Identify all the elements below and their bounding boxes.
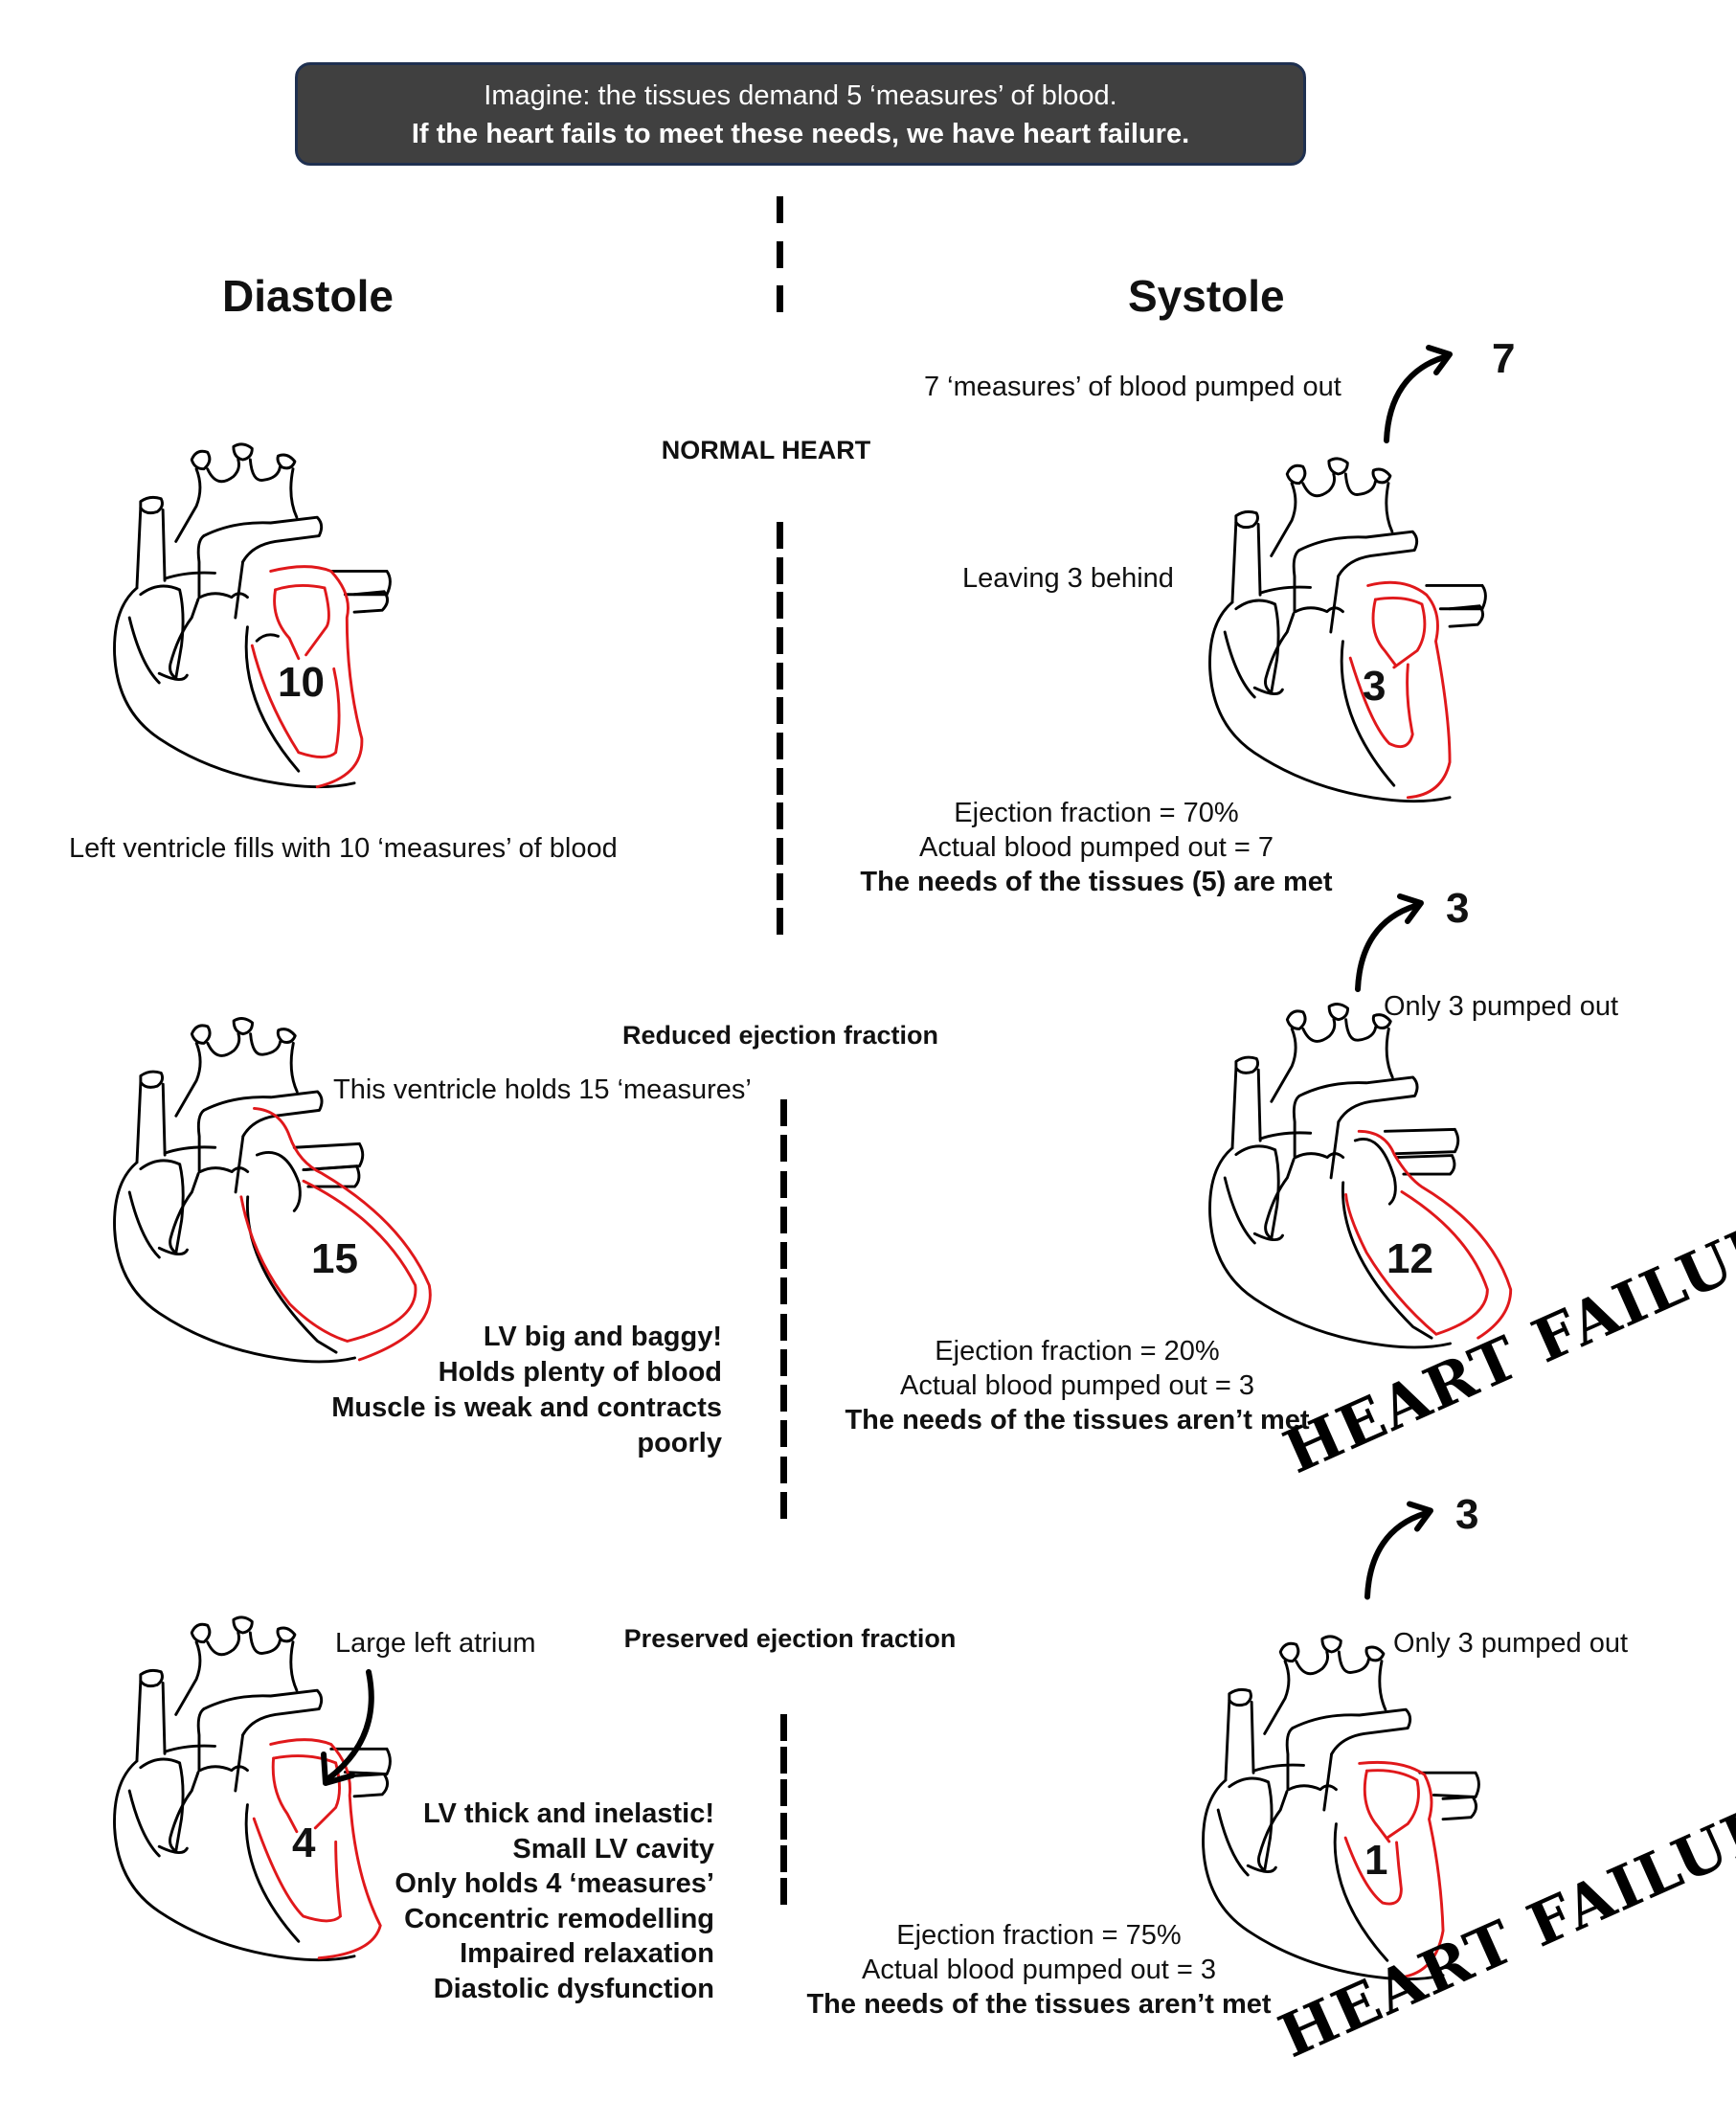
section-label-reduced: Reduced ejection fraction (621, 1021, 939, 1050)
divider-dash (780, 1779, 787, 1807)
divider-dash (777, 662, 783, 689)
preserved-ef: Ejection fraction = 75% (896, 1920, 1182, 1951)
diastole-header: Diastole (222, 271, 394, 321)
divider-dash (780, 1714, 787, 1741)
reduced-note: Holds plenty of blood (438, 1357, 722, 1388)
section-label-preserved: Preserved ejection fraction (623, 1624, 957, 1653)
divider-dash (780, 1277, 787, 1305)
divider-dash (780, 1844, 787, 1872)
divider-dash (777, 697, 783, 725)
divider-dash (780, 1348, 787, 1376)
lv-volume-normal-systole: 3 (1363, 663, 1387, 710)
divider-dash (780, 1491, 787, 1519)
divider-dash (777, 196, 783, 223)
divider-dash (780, 1456, 787, 1483)
divider-dash (777, 627, 783, 654)
divider-dash (780, 1170, 787, 1198)
pumped-out-arrow-icon (1355, 893, 1424, 992)
lv-volume-reduced-diastole: 15 (311, 1235, 358, 1282)
preserved-note: Impaired relaxation (460, 1938, 714, 1969)
preserved-verdict: The needs of the tissues aren’t met (806, 1989, 1272, 2020)
systole-header: Systole (1128, 271, 1285, 321)
lv-volume-reduced-systole: 12 (1387, 1235, 1433, 1282)
reduced-pumped-label: Only 3 pumped out (1384, 991, 1619, 1022)
preserved-note: LV thick and inelastic! (422, 1798, 714, 1829)
banner-line-2: If the heart fails to meet these needs, … (411, 119, 1190, 149)
heart-reduced-systole (1208, 1003, 1513, 1349)
normal-remaining-label: Leaving 3 behind (962, 563, 1174, 594)
reduced-note: poorly (637, 1428, 722, 1458)
normal-ef: Ejection fraction = 70% (954, 798, 1239, 828)
atrium-pointer-arrow-icon (321, 1669, 374, 1786)
reduced-note: Muscle is weak and contracts (331, 1392, 722, 1423)
normal-pumped-value: 7 (1492, 335, 1516, 382)
normal-verdict: The needs of the tissues (5) are met (860, 867, 1333, 897)
normal-pumped-label: 7 ‘measures’ of blood pumped out (924, 372, 1341, 402)
heart-normal-systole (1208, 457, 1487, 803)
large-atrium-label: Large left atrium (335, 1628, 536, 1659)
banner-line-1: Imagine: the tissues demand 5 ‘measures’… (484, 80, 1117, 111)
divider-dash (780, 1812, 787, 1840)
preserved-note: Diastolic dysfunction (433, 1973, 714, 2004)
divider-dash (777, 838, 783, 865)
divider-dash (777, 802, 783, 830)
divider-dash (777, 767, 783, 795)
pumped-out-arrow-icon (1364, 1501, 1433, 1600)
reduced-verdict: The needs of the tissues aren’t met (845, 1405, 1310, 1435)
divider-dash (780, 1313, 787, 1341)
preserved-note: Only holds 4 ‘measures’ (395, 1868, 714, 1899)
preserved-note: Concentric remodelling (404, 1903, 714, 1934)
preserved-actual: Actual blood pumped out = 3 (861, 1955, 1217, 1985)
reduced-holds-label: This ventricle holds 15 ‘measures’ (333, 1074, 752, 1105)
divider-dash (780, 1877, 787, 1905)
divider-dash (777, 592, 783, 620)
intro-banner: Imagine: the tissues demand 5 ‘measures’… (295, 62, 1306, 166)
reduced-ef: Ejection fraction = 20% (935, 1336, 1220, 1367)
divider-dash (777, 556, 783, 584)
preserved-notes: LV thick and inelastic! Small LV cavity … (287, 1797, 714, 2006)
divider-dash (777, 285, 783, 313)
divider-dash (780, 1242, 787, 1269)
divider-dash (777, 908, 783, 936)
reduced-actual: Actual blood pumped out = 3 (899, 1370, 1255, 1401)
divider-dash (780, 1206, 787, 1233)
divider-dash (777, 240, 783, 268)
heart-reduced-diastole (113, 1017, 432, 1364)
divider-dash (777, 733, 783, 759)
reduced-note: LV big and baggy! (483, 1322, 722, 1352)
pumped-out-arrow-icon (1384, 345, 1453, 443)
preserved-pumped-value: 3 (1455, 1491, 1479, 1538)
section-label-normal: NORMAL HEART (661, 436, 871, 464)
normal-actual: Actual blood pumped out = 7 (918, 832, 1274, 863)
divider-dash (777, 522, 783, 549)
divider-dash (780, 1099, 787, 1126)
preserved-note: Small LV cavity (512, 1833, 714, 1865)
divider-dash (777, 872, 783, 900)
heart-normal-diastole (113, 442, 392, 789)
reduced-notes: LV big and baggy! Holds plenty of blood … (326, 1320, 722, 1461)
lv-volume-preserved-diastole: 4 (292, 1819, 316, 1866)
lv-volume-preserved-systole: 1 (1364, 1837, 1388, 1884)
divider-dash (780, 1747, 787, 1774)
divider-dash (780, 1420, 787, 1448)
reduced-pumped-value: 3 (1446, 885, 1470, 932)
divider-dash (780, 1385, 787, 1412)
heart-preserved-diastole (113, 1616, 392, 1962)
divider-dash (780, 1135, 787, 1163)
lv-volume-normal-diastole: 10 (278, 659, 325, 706)
normal-diastole-caption: Left ventricle fills with 10 ‘measures’ … (69, 833, 618, 864)
heart-preserved-systole (1202, 1635, 1480, 1981)
preserved-pumped-label: Only 3 pumped out (1393, 1628, 1629, 1659)
